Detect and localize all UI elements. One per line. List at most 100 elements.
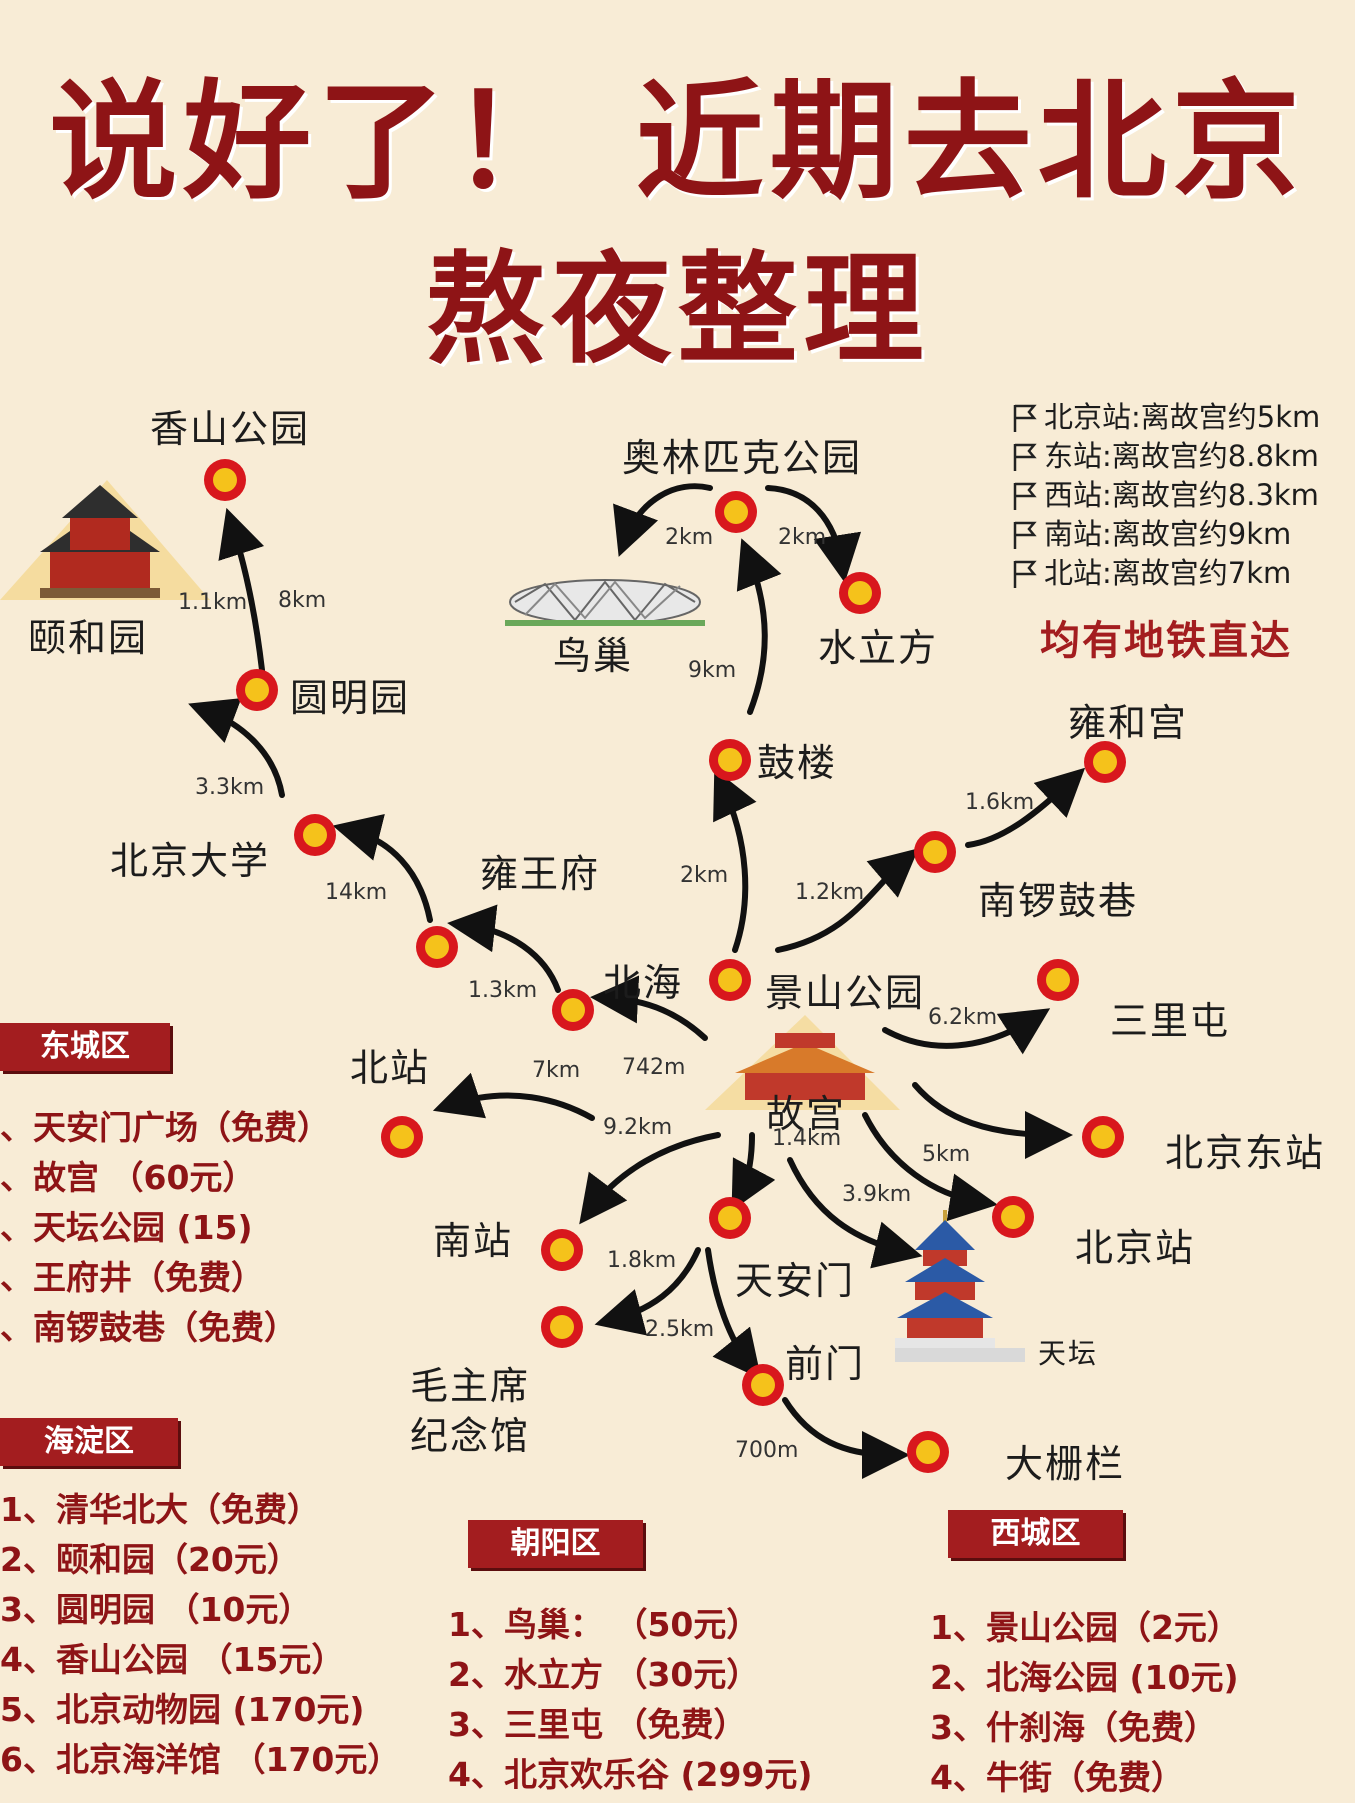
place-yongwangfu: 雍王府: [480, 852, 601, 896]
list-item: 1、清华北大（免费）: [0, 1490, 320, 1529]
marker-yongwangfu: [416, 926, 458, 968]
list-item: 6、北京海洋馆 （170元）: [0, 1740, 401, 1779]
arrow-nanluo-yonghegong: [965, 767, 1086, 848]
main-title: 说好了！ 近期去北京: [49, 67, 1306, 217]
place-jingshan: 景山公园: [765, 971, 926, 1015]
flag-icon: [1013, 404, 1037, 432]
flag-icon: [1013, 482, 1037, 510]
arrow-pku-yuanming: [188, 698, 285, 798]
station-item: 南站:离故宫约9km: [1012, 515, 1320, 554]
marker-mao: [541, 1306, 583, 1348]
flag-icon: [1013, 443, 1037, 471]
flag-icon: [1013, 521, 1037, 549]
station-item: 东站:离故宫约8.8km: [1012, 437, 1320, 476]
marker-dashilan: [907, 1431, 949, 1473]
dist-qianmen: 2.5km: [645, 1317, 715, 1342]
marker-nanluoguxiang: [914, 831, 956, 873]
place-niaochao: 鸟巢: [553, 634, 634, 678]
dist-tiananmen: 1.4km: [772, 1126, 842, 1151]
station-text: 北站:离故宫约7km: [1044, 556, 1292, 590]
marker-yuanmingyuan: [236, 669, 278, 711]
list-dongcheng: 、天安门广场（免费）、故宫 （60元）、天坛公园 (15)、王府井（免费）、南锣…: [0, 1103, 330, 1353]
marker-yonghegong: [1084, 741, 1126, 783]
place-yonghegong: 雍和宫: [1068, 701, 1189, 745]
marker-xiangshan: [204, 459, 246, 501]
badge-xicheng: 西城区: [948, 1510, 1123, 1558]
marker-beijingzhan: [992, 1196, 1034, 1238]
arrow-jingshan-nanluo: [775, 848, 919, 953]
dist-dongzhan: 6.2km: [928, 1005, 998, 1030]
place-yuanmingyuan: 圆明园: [290, 676, 411, 720]
list-item: 3、三里屯 （免费）: [448, 1705, 747, 1744]
list-item: 4、北京欢乐谷 (299元): [448, 1755, 813, 1794]
arrow-gugong-beizhan: [432, 1072, 595, 1121]
dist-nanluo: 1.2km: [795, 880, 865, 905]
temple-of-heaven-icon: [895, 1210, 1025, 1362]
station-text: 西站:离故宫约8.3km: [1044, 478, 1319, 512]
list-item: 、王府井（免费）: [0, 1258, 264, 1297]
marker-beihai: [552, 989, 594, 1031]
place-shuilifang: 水立方: [818, 626, 939, 670]
place-beihai: 北海: [603, 961, 684, 1005]
arrow-yuanming-xiangshan: [218, 507, 265, 673]
dist-olympic-niaochao: 2km: [665, 525, 714, 550]
dist-yuanming-xiangshan: 8km: [278, 588, 327, 613]
dist-yiheyuan-xiangshan: 1.1km: [178, 590, 248, 615]
arrow-olympic-niaochao: [613, 483, 713, 557]
arrow-gugong-tiananmen: [731, 1132, 776, 1211]
summer-palace-icon: [0, 480, 210, 600]
station-text: 南站:离故宫约9km: [1044, 517, 1292, 551]
list-item: 、故宫 （60元）: [0, 1158, 256, 1197]
place-beizhan: 北站: [350, 1046, 431, 1090]
forbidden-city-icon: [705, 1015, 900, 1110]
place-beijingzhan: 北京站: [1075, 1226, 1196, 1270]
place-nanluoguxiang: 南锣鼓巷: [978, 879, 1139, 923]
marker-beizhan: [381, 1116, 423, 1158]
list-item: 1、鸟巢： （50元）: [448, 1605, 760, 1644]
place-tiantan: 天坛: [1038, 1337, 1099, 1370]
place-dashilan: 大栅栏: [1005, 1442, 1126, 1486]
arrow-gugong-beihai: [590, 975, 708, 1041]
list-item: 、南锣鼓巷（免费）: [0, 1308, 297, 1347]
subway-note: 均有地铁直达: [1040, 618, 1292, 664]
station-text: 北京站:离故宫约5km: [1044, 400, 1321, 434]
list-item: 2、颐和园（20元）: [0, 1540, 300, 1579]
place-nanzhan: 南站: [433, 1219, 514, 1263]
place-mao-line2: 纪念馆: [410, 1414, 531, 1458]
place-sanlitun: 三里屯: [1110, 999, 1231, 1043]
place-gulou: 鼓楼: [757, 741, 838, 785]
marker-shuilifang: [839, 572, 881, 614]
arrow-olympic-shuilifang: [765, 485, 862, 583]
dist-gulou-olympic: 9km: [688, 658, 737, 683]
list-xicheng: 1、景山公园（2元）2、北海公园 (10元)3、什刹海（免费）4、牛街（免费）: [930, 1603, 1240, 1803]
dist-gugong-beihai: 742m: [622, 1055, 686, 1080]
arrow-tiananmen-qianmen: [705, 1247, 762, 1380]
arrow-yongwang-pku: [332, 814, 433, 923]
arrow-gulou-olympic: [736, 538, 782, 715]
list-item: 2、北海公园 (10元): [930, 1658, 1239, 1697]
marker-sanlitun: [1037, 959, 1079, 1001]
marker-jingshan: [709, 959, 751, 1001]
dist-beijingzhan: 5km: [922, 1142, 971, 1167]
station-item: 西站:离故宫约8.3km: [1012, 476, 1320, 515]
birds-nest-icon: [505, 579, 705, 626]
dist-pku-yuanming: 3.3km: [195, 775, 265, 800]
marker-beijingdongzhan: [1082, 1116, 1124, 1158]
arrow-beihai-yongwang: [447, 904, 561, 993]
marker-qianmen: [742, 1364, 784, 1406]
dist-jingshan-gulou: 2km: [680, 863, 729, 888]
dist-mao: 1.8km: [607, 1248, 677, 1273]
arrow-gugong-tiantan: [787, 1157, 923, 1269]
list-haidian: 1、清华北大（免费）2、颐和园（20元）3、圆明园 （10元）4、香山公园 （1…: [0, 1485, 400, 1785]
station-item: 北站:离故宫约7km: [1012, 554, 1320, 593]
dist-beizhan: 7km: [532, 1058, 581, 1083]
marker-tiananmen: [709, 1197, 751, 1239]
dist-nanzhan: 9.2km: [603, 1115, 673, 1140]
badge-chaoyang: 朝阳区: [468, 1520, 643, 1568]
flag-icon: [1013, 560, 1037, 588]
place-xiangshan: 香山公园: [150, 407, 311, 451]
dist-yonghegong: 1.6km: [965, 790, 1035, 815]
dist-dashilan: 700m: [735, 1438, 799, 1463]
